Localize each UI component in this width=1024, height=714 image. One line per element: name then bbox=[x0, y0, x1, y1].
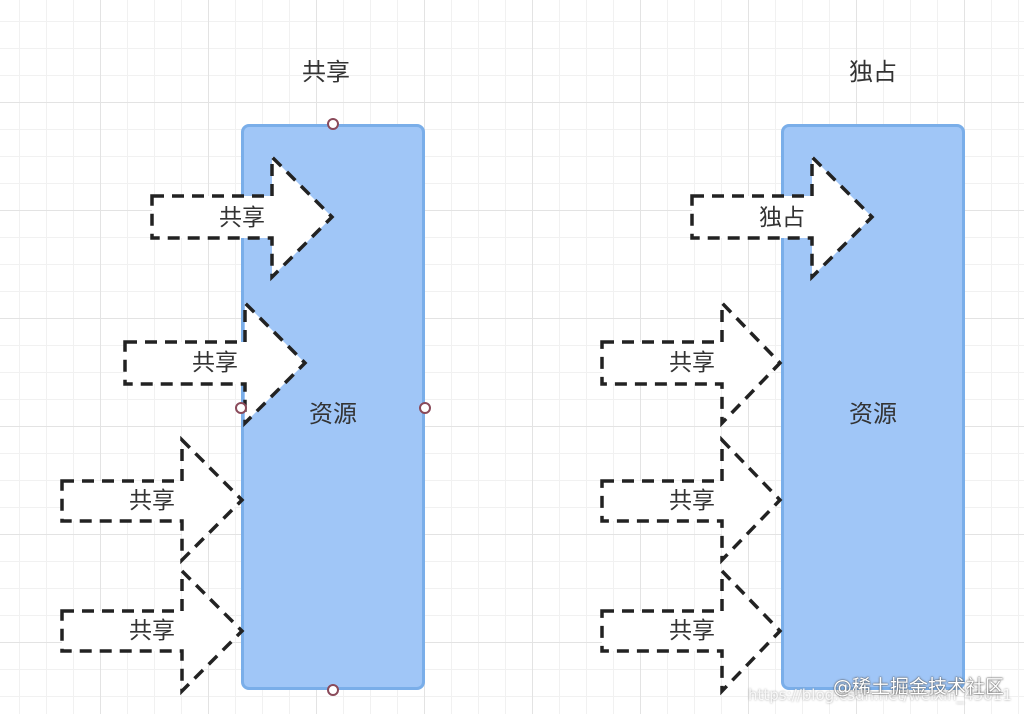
left-arrow-3 bbox=[60, 435, 245, 565]
right-arrow-4 bbox=[600, 566, 783, 696]
shared-resource-label: 资源 bbox=[309, 400, 357, 428]
watermark-url: https://blog.csdn.net/weixin_45011 bbox=[748, 686, 1012, 704]
watermark-text: @稀土掘金技术社区 bbox=[832, 676, 1004, 698]
resize-handle-left[interactable] bbox=[235, 402, 247, 414]
exclusive-resource-label: 资源 bbox=[849, 400, 897, 428]
right-arrow-3-label: 共享 bbox=[669, 488, 715, 514]
left-arrow-1 bbox=[150, 152, 335, 282]
left-arrow-2 bbox=[123, 298, 308, 428]
left-arrow-4-label: 共享 bbox=[129, 618, 175, 644]
right-arrow-1-label: 独占 bbox=[759, 205, 805, 231]
right-arrow-1 bbox=[690, 152, 875, 282]
right-arrow-2 bbox=[600, 298, 783, 428]
right-arrow-4-label: 共享 bbox=[669, 618, 715, 644]
resize-handle-right[interactable] bbox=[419, 402, 431, 414]
resize-handle-top[interactable] bbox=[327, 118, 339, 130]
left-arrow-2-label: 共享 bbox=[192, 350, 238, 376]
right-arrow-3 bbox=[600, 435, 783, 565]
left-arrow-1-label: 共享 bbox=[219, 205, 265, 231]
resize-handle-bottom[interactable] bbox=[327, 684, 339, 696]
right-arrow-2-label: 共享 bbox=[669, 350, 715, 376]
left-panel-title: 共享 bbox=[302, 58, 350, 86]
left-arrow-4 bbox=[60, 566, 245, 696]
right-panel-title: 独占 bbox=[849, 58, 897, 86]
left-arrow-3-label: 共享 bbox=[129, 488, 175, 514]
